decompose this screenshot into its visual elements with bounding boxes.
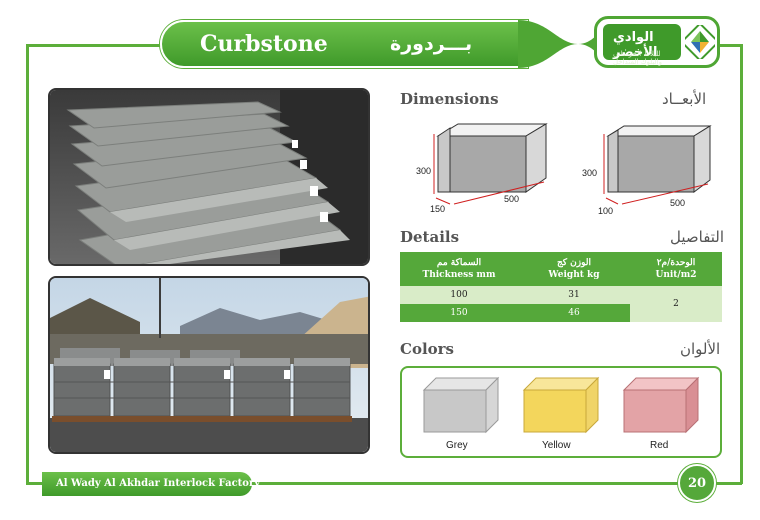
section-title-dimensions: Dimensions — [400, 90, 499, 108]
photo-outdoor-yard — [48, 276, 370, 454]
photo-warehouse-curbstones — [48, 88, 370, 266]
logo-text-ar: الوادي الأخضر — [613, 30, 658, 60]
swatch-yellow — [520, 374, 602, 434]
page-title-ar: بـــردورة — [390, 33, 473, 55]
color-name-red: Red — [650, 440, 669, 451]
table-row: 150 46 — [400, 304, 722, 322]
frame-right — [740, 44, 743, 484]
frame-bottom — [250, 482, 680, 485]
frame-bottom-left — [26, 482, 46, 485]
cell-unit: 2 — [630, 286, 722, 322]
swatch-grey — [420, 374, 502, 434]
frame-top-right — [718, 44, 742, 47]
section-title-details-ar: التفاصيل — [670, 228, 725, 246]
cell-thickness: 150 — [400, 304, 518, 322]
cell-weight: 31 — [518, 286, 630, 304]
header-thickness-en: Thickness mm — [422, 270, 496, 280]
header-thickness: السماكة مم Thickness mm — [400, 252, 518, 286]
logo-panel: الوادي الأخضر للبلاط الخرساني والبلوك ال… — [603, 24, 681, 66]
header-unit-ar: الوحدة/م٢ — [656, 258, 696, 268]
dim-left-width: 150 — [430, 204, 446, 214]
header-unit-en: Unit/m2 — [655, 270, 697, 280]
title-banner-wave — [518, 20, 608, 68]
logo-subtext: للبلاط الخرساني والبلوك المتداخل — [613, 50, 662, 66]
page-number: 20 — [678, 464, 716, 502]
frame-left — [26, 44, 29, 484]
table-row: 100 31 2 — [400, 286, 722, 322]
cell-weight: 46 — [518, 304, 630, 322]
header-unit: الوحدة/م٢ Unit/m2 — [630, 252, 722, 286]
footer-banner — [42, 472, 252, 496]
dim-left-length: 500 — [504, 194, 520, 204]
title-banner — [160, 20, 528, 68]
page-title-en: Curbstone — [200, 31, 328, 57]
color-name-grey: Grey — [446, 440, 468, 451]
details-table: السماكة مم Thickness mm الوزن كج Weight … — [400, 252, 722, 322]
dim-right-length: 500 — [670, 198, 686, 208]
dim-right-height: 300 — [582, 168, 598, 178]
section-title-details: Details — [400, 228, 460, 246]
dim-right-width: 100 — [598, 206, 614, 216]
section-title-colors: Colors — [400, 340, 454, 358]
footer-factory-name: Al Wady Al Akhdar Interlock Factory — [56, 478, 261, 489]
section-title-colors-ar: الألوان — [680, 340, 721, 358]
details-header-row: السماكة مم Thickness mm الوزن كج Weight … — [400, 252, 722, 286]
logo-mark-icon — [680, 22, 720, 62]
header-thickness-ar: السماكة مم — [436, 258, 482, 268]
cell-thickness: 100 — [400, 286, 518, 304]
color-name-yellow: Yellow — [542, 440, 571, 451]
curbstone-diagram-100 — [600, 118, 720, 208]
company-logo: الوادي الأخضر للبلاط الخرساني والبلوك ال… — [594, 16, 720, 68]
swatch-red — [620, 374, 702, 434]
header-weight-en: Weight kg — [548, 270, 600, 280]
section-title-dimensions-ar: الأبعــاد — [662, 90, 707, 108]
frame-bottom-right — [714, 482, 742, 485]
frame-top-left — [26, 44, 162, 47]
header-weight: الوزن كج Weight kg — [518, 252, 630, 286]
curbstone-diagram-150 — [428, 118, 558, 208]
dim-left-height: 300 — [416, 166, 432, 176]
header-weight-ar: الوزن كج — [556, 258, 592, 268]
